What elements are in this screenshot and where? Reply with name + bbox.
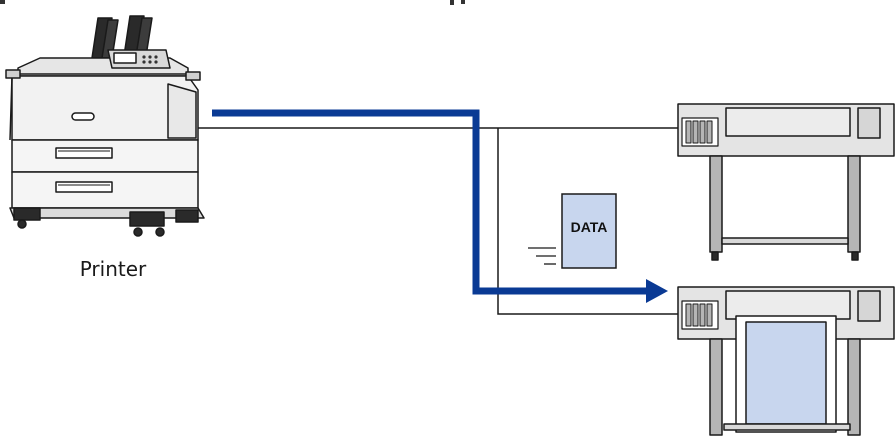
data-route-arrow xyxy=(212,109,668,303)
arrowhead xyxy=(646,279,668,303)
bottom-receiving-printer xyxy=(677,286,895,436)
motion-lines xyxy=(528,247,556,265)
network-cable xyxy=(198,127,680,315)
cable-to-bottom-printer xyxy=(497,128,680,315)
data-document: DATA xyxy=(528,193,617,269)
printer-label: Printer xyxy=(79,257,147,281)
printer-illustration xyxy=(5,15,205,237)
data-label: DATA xyxy=(571,219,608,235)
cropped-top-text xyxy=(0,0,465,5)
top-receiving-printer xyxy=(677,103,895,261)
